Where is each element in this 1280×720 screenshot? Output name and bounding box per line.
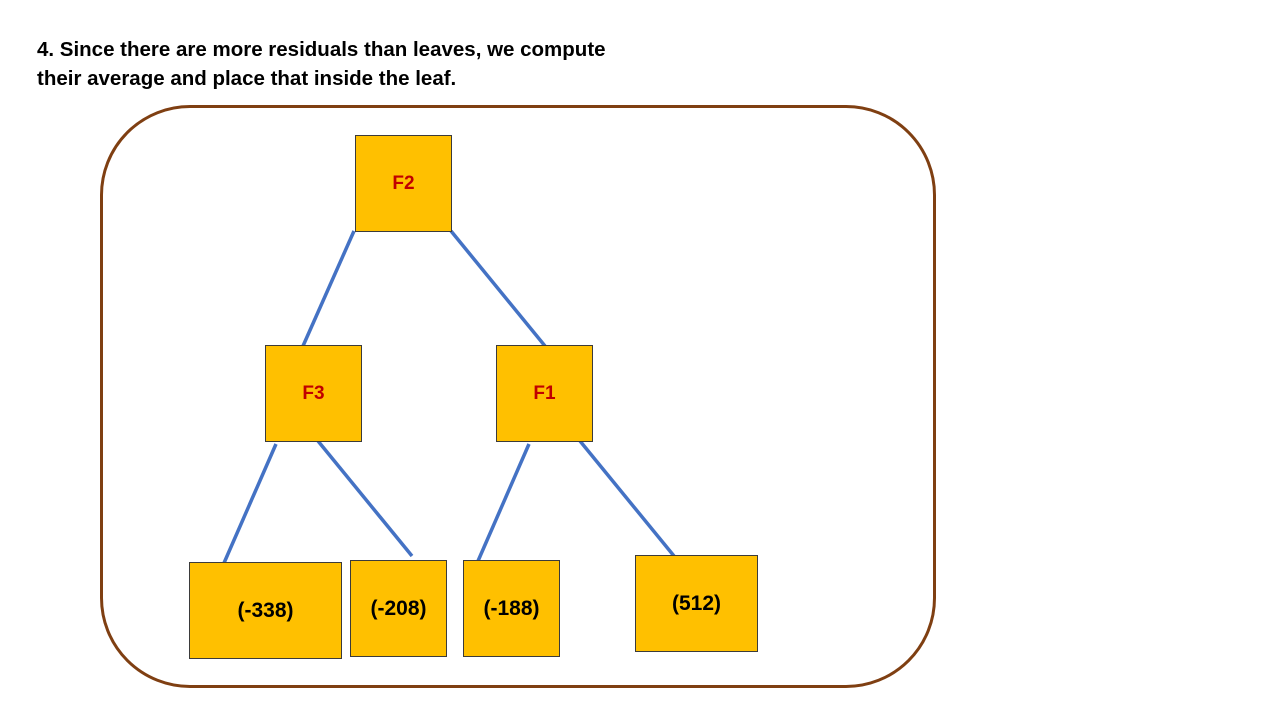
edge-f3-leaf-1 — [222, 443, 278, 564]
leaf-value: (-188) — [483, 596, 540, 620]
split-node-f1: F1 — [496, 345, 593, 442]
edge-f2-f3 — [301, 230, 356, 347]
leaf-node-3: (-188) — [463, 560, 560, 657]
split-node-f3: F3 — [265, 345, 362, 442]
edge-f1-leaf-3 — [476, 443, 531, 562]
leaf-value: (-208) — [370, 596, 427, 620]
leaf-node-1: (-338) — [189, 562, 342, 659]
leaf-node-2: (-208) — [350, 560, 447, 657]
leaf-value: (-338) — [237, 598, 294, 622]
slide-heading: 4. Since there are more residuals than l… — [37, 36, 677, 93]
root-node-label: F2 — [392, 172, 415, 194]
tree-frame — [100, 105, 936, 688]
edge-f1-leaf-4 — [578, 439, 676, 558]
split-node-label: F1 — [533, 382, 556, 404]
split-node-label: F3 — [302, 382, 325, 404]
leaf-value: (512) — [671, 591, 722, 615]
edge-f2-f1 — [449, 229, 547, 348]
heading-line-1: 4. Since there are more residuals than l… — [37, 38, 606, 61]
heading-line-2: their average and place that inside the … — [37, 66, 457, 90]
edge-f3-leaf-2 — [316, 439, 414, 558]
leaf-node-4: (512) — [635, 555, 758, 652]
root-node-f2: F2 — [355, 135, 452, 232]
